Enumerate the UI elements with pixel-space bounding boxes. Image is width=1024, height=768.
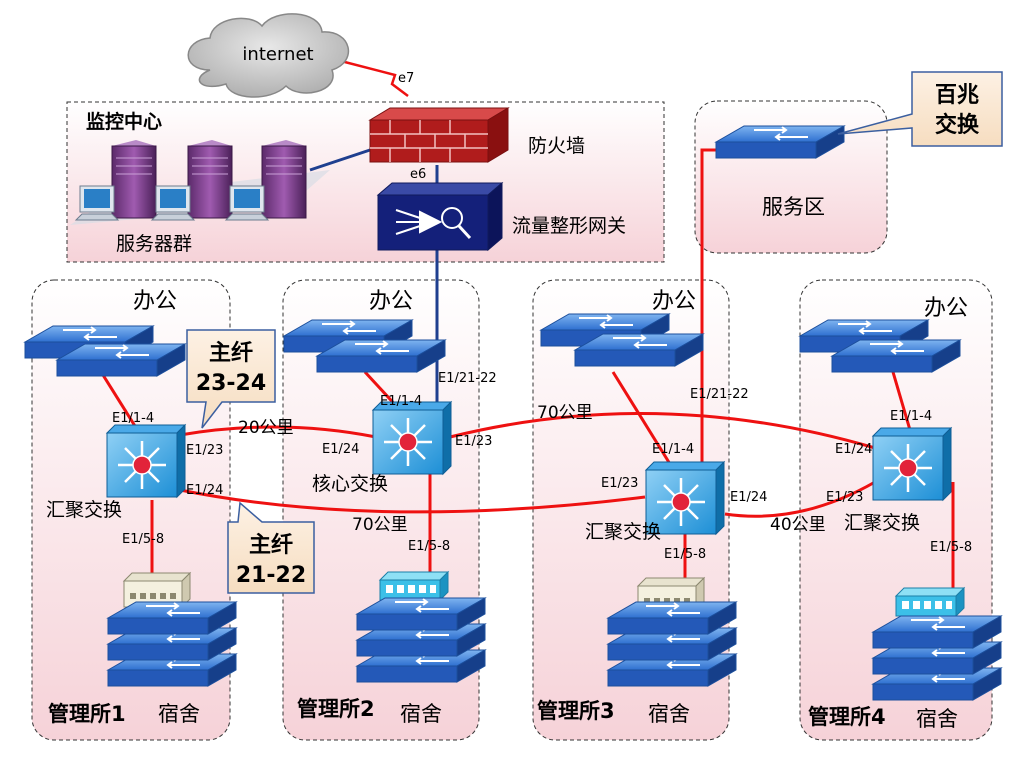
monitor-zone [66, 101, 665, 263]
fiber-callout-2-line2: 21-22 [236, 563, 306, 588]
site2-dorm-stack [357, 598, 485, 682]
service-zone [694, 100, 888, 254]
site3-port-p3: E1/21-22 [690, 387, 749, 402]
site4-office-switch-b [831, 339, 961, 373]
site4-name: 管理所4 [808, 705, 886, 729]
site2-port-p3: E1/21-22 [438, 371, 497, 386]
service-callout-line1: 百兆 [935, 83, 979, 108]
firewall [368, 107, 510, 163]
service-switch [715, 125, 845, 159]
link-distance-3: 70公里 [537, 403, 593, 423]
firewall-port-e7: e7 [398, 71, 414, 86]
fiber-callout-2: 主纤 21-22 [227, 501, 315, 594]
site2-port-p1: E1/24 [322, 442, 359, 457]
service-callout: 百兆 交换 [837, 71, 1003, 147]
internet-link [336, 58, 409, 97]
fiber-callout-2-line1: 主纤 [249, 532, 293, 558]
site1-office-label: 办公 [133, 289, 177, 314]
link-distance-2: 70公里 [352, 515, 408, 535]
internet-cloud: internet [187, 13, 350, 98]
site4-dorm-label: 宿舍 [916, 707, 958, 731]
site2-port-p2: E1/23 [455, 434, 492, 449]
site4-office-label: 办公 [924, 296, 968, 321]
site2-port-up: E1/1-4 [380, 394, 422, 409]
site3-port-up: E1/1-4 [652, 442, 694, 457]
monitor-center-title: 监控中心 [86, 110, 162, 133]
site3-switch-label: 汇聚交换 [585, 521, 661, 543]
site3-port-down: E1/5-8 [664, 547, 706, 562]
link-distance-1: 20公里 [238, 418, 294, 438]
site2-office-switch-b [316, 339, 446, 373]
site1-office-switch-b [56, 343, 186, 377]
site4-port-p2: E1/23 [826, 490, 863, 505]
site2-port-down: E1/5-8 [408, 539, 450, 554]
site1-port-down: E1/5-8 [122, 532, 164, 547]
site2-switch-label: 核心交换 [312, 473, 388, 495]
service-area-label: 服务区 [762, 195, 825, 219]
fiber-callout-1-line2: 23-24 [196, 371, 266, 396]
site3-port-p1: E1/23 [601, 476, 638, 491]
firewall-port-e6: e6 [410, 167, 426, 182]
site1-dorm-label: 宿舍 [158, 702, 200, 726]
site1-port-p2: E1/24 [186, 483, 223, 498]
site1-port-p1: E1/23 [186, 443, 223, 458]
site3-dorm-stack [608, 602, 736, 686]
fiber-callout-1-line1: 主纤 [209, 340, 253, 366]
site4-aggregation-switch [871, 426, 953, 502]
site2-core-switch [371, 400, 453, 476]
internet-label: internet [242, 44, 313, 65]
link-distance-4: 40公里 [770, 515, 826, 535]
site1-dorm-stack [108, 602, 236, 686]
site4-port-p1: E1/24 [835, 442, 872, 457]
site3-dorm-label: 宿舍 [648, 702, 690, 726]
site1-name: 管理所1 [48, 702, 126, 726]
link-lines [101, 148, 955, 605]
site4-port-up: E1/1-4 [890, 409, 932, 424]
site2-dorm-label: 宿舍 [400, 702, 442, 726]
site4-switch-label: 汇聚交换 [844, 512, 920, 534]
site4-dorm-stack [873, 616, 1001, 700]
site1-aggregation-switch [105, 423, 187, 499]
gateway-label: 流量整形网关 [512, 215, 626, 237]
site1-switch-label: 汇聚交换 [46, 499, 122, 521]
site2-name: 管理所2 [297, 697, 375, 721]
site4-port-down: E1/5-8 [930, 540, 972, 555]
site2-chassis [379, 571, 449, 601]
site2-office-label: 办公 [369, 289, 413, 314]
site3-office-label: 办公 [652, 289, 696, 314]
site3-office-switch-b [574, 333, 704, 367]
fiber-callout-1: 主纤 23-24 [186, 329, 276, 429]
site4-chassis [895, 587, 965, 617]
site1-port-up: E1/1-4 [112, 411, 154, 426]
server-group-label: 服务器群 [116, 233, 192, 255]
firewall-label: 防火墙 [528, 135, 585, 157]
site3-name: 管理所3 [537, 699, 615, 723]
traffic-shaping-gateway [376, 181, 504, 252]
site3-port-p2: E1/24 [730, 490, 767, 505]
service-callout-line2: 交换 [935, 112, 980, 138]
